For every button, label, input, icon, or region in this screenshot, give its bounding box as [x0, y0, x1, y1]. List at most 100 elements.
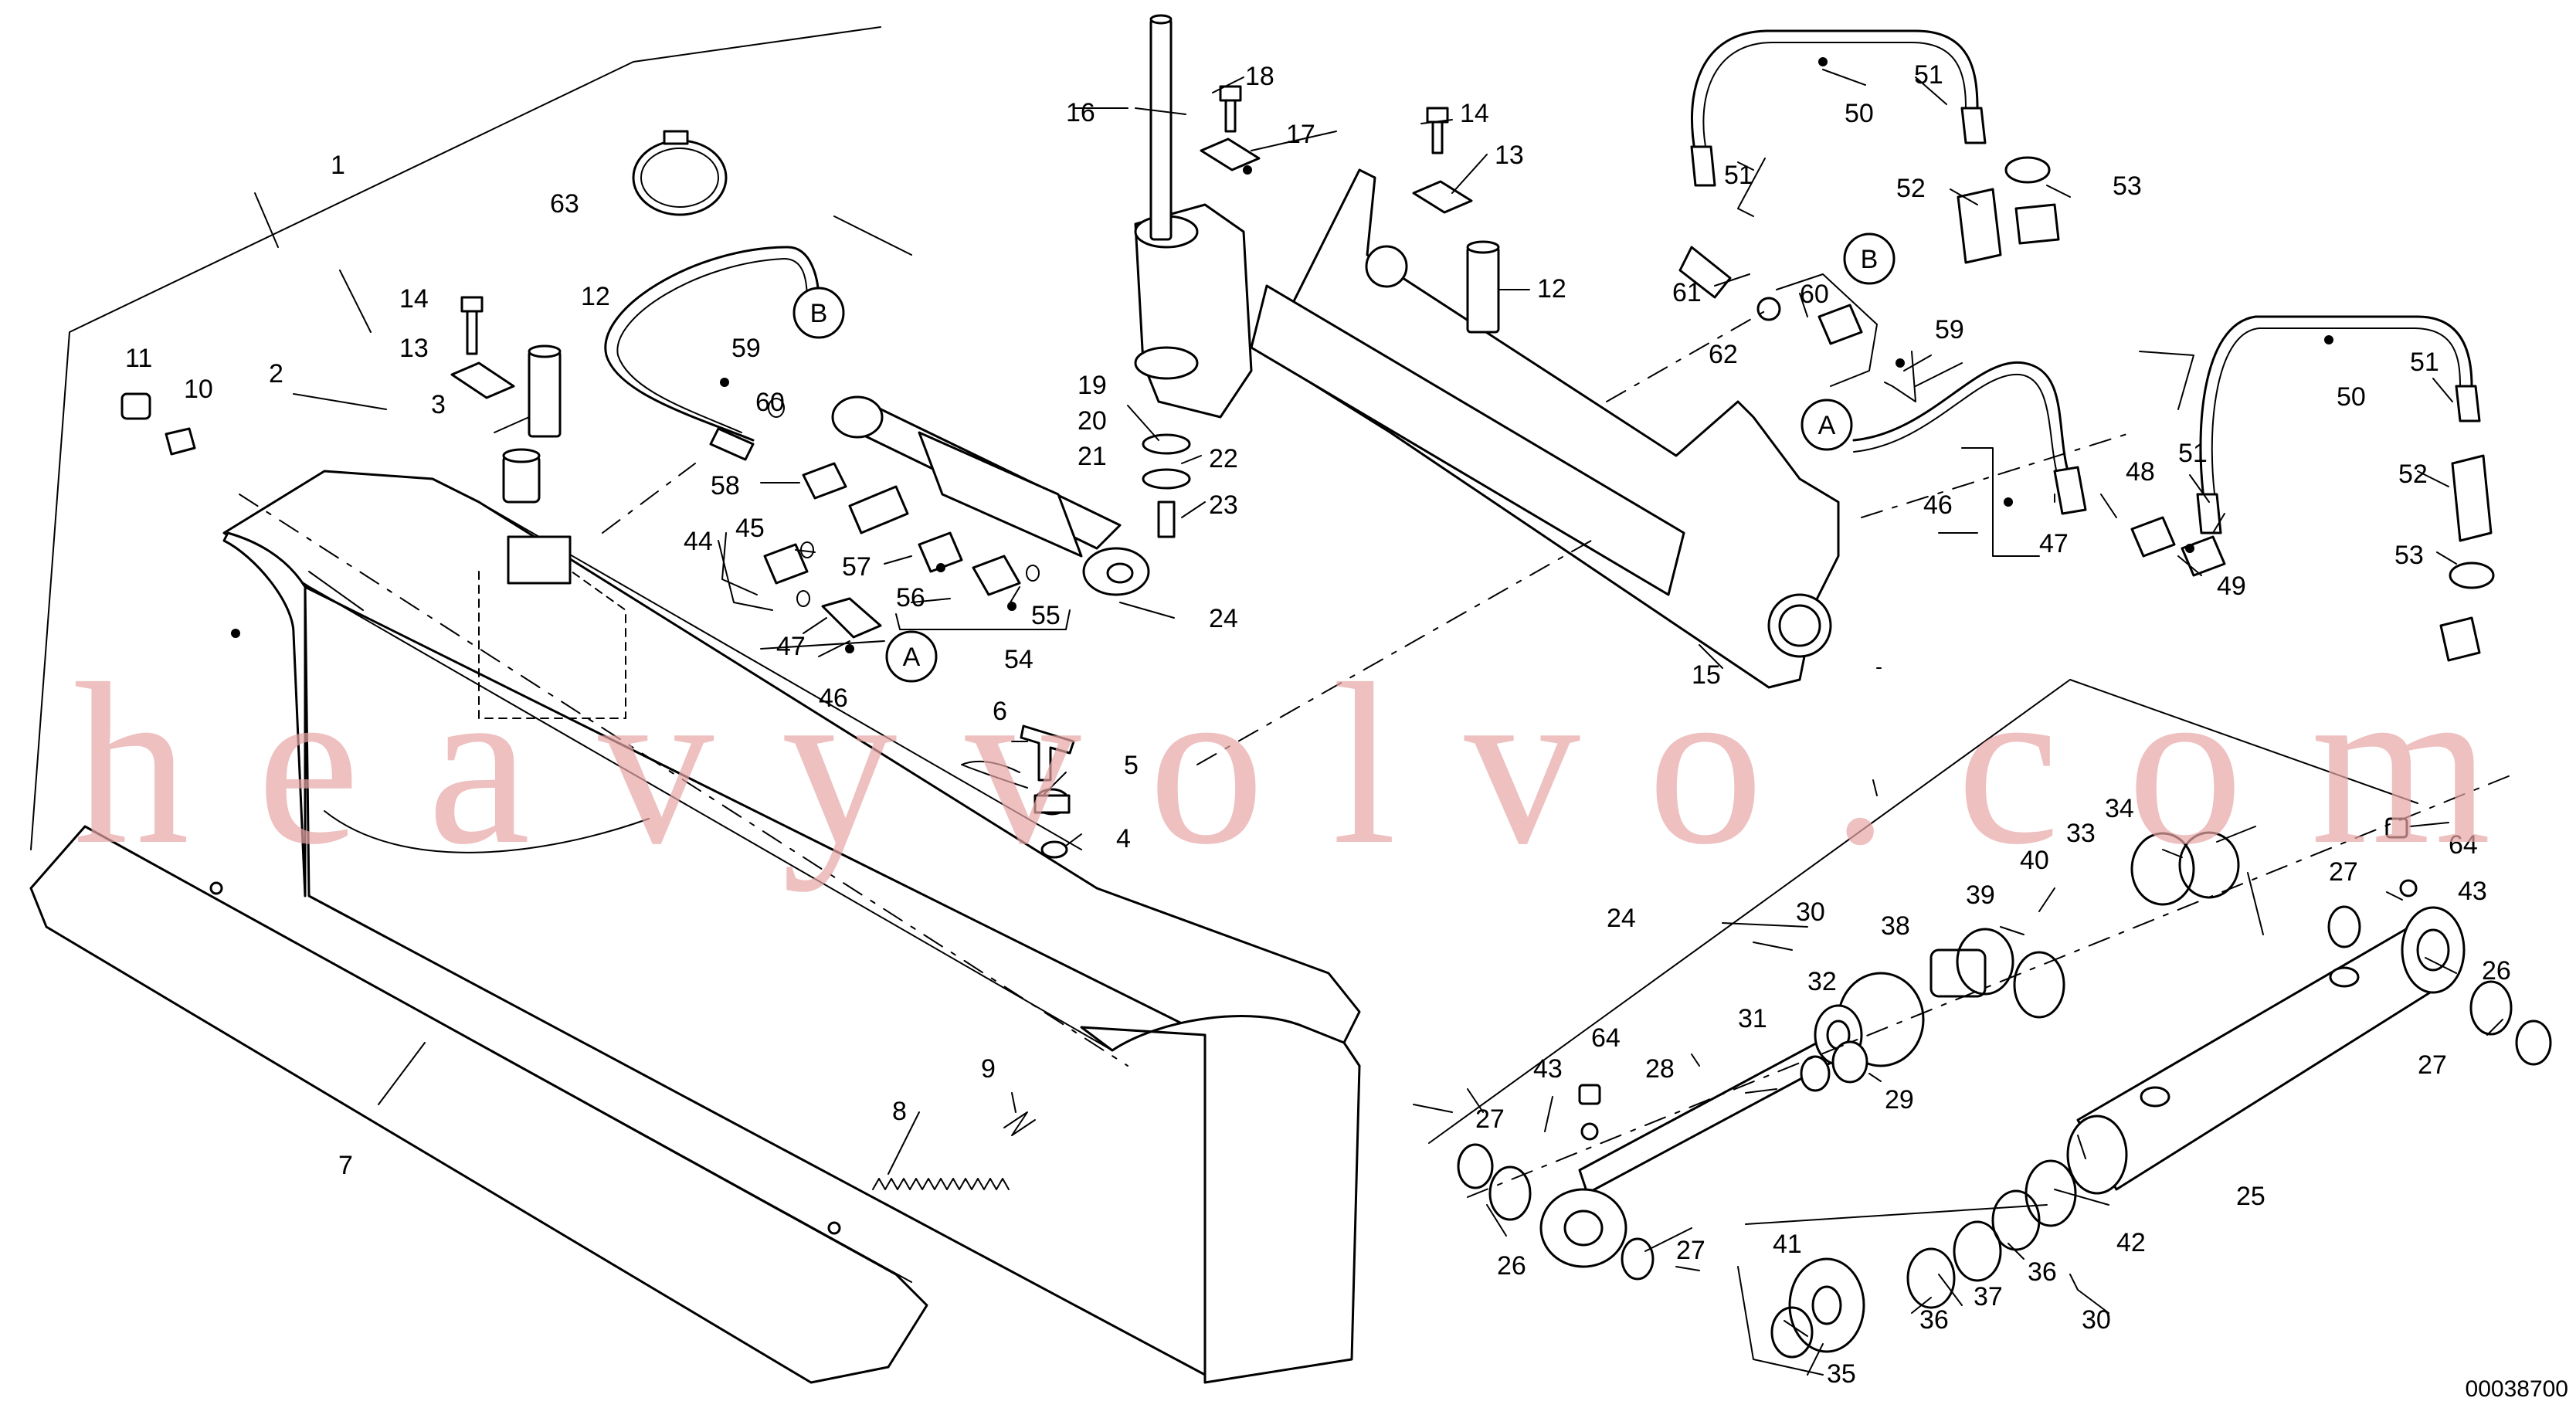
part-label: 46	[1923, 490, 1953, 520]
part-label: 21	[1078, 442, 1107, 471]
part-label: 51	[1914, 60, 1943, 90]
part-label: 2	[269, 359, 283, 388]
part-label: 38	[1881, 911, 1910, 941]
coupling-52-cap-53-top	[1957, 156, 2060, 264]
callout-label: B	[1861, 245, 1879, 274]
part-label: 49	[2217, 572, 2246, 601]
callout-a-left: A	[885, 630, 938, 683]
bushing-3	[502, 448, 541, 504]
part-label: 26	[2482, 956, 2511, 986]
bolt-14-left	[460, 296, 484, 355]
part-label: 50	[1845, 99, 1874, 128]
part-label: 29	[1885, 1085, 1914, 1115]
callout-b-right: B	[1843, 232, 1896, 285]
washer-stack-19-23	[1142, 433, 1191, 538]
part-label: 53	[2113, 171, 2142, 201]
part-label: 45	[735, 514, 765, 543]
seal-kit-parts	[1457, 817, 2552, 1359]
tower-assembly	[1134, 14, 1253, 419]
part-label: 9	[981, 1054, 996, 1084]
part-label: 13	[399, 334, 429, 363]
part-label: 58	[711, 471, 740, 500]
part-label: 11	[125, 344, 152, 373]
cylinder-barrel-25	[2066, 906, 2466, 1195]
part-label: 31	[1738, 1004, 1767, 1033]
part-label: 24	[1607, 904, 1636, 933]
part-label: 54	[1004, 645, 1033, 674]
callout-label: A	[1818, 411, 1836, 440]
drawing-number: 00038700	[2466, 1376, 2568, 1402]
hose-50-right	[2196, 315, 2481, 534]
spring-clip	[1003, 1111, 1036, 1136]
part-label: 48	[2126, 457, 2155, 487]
spring	[872, 1178, 1010, 1190]
part-label: 40	[2020, 846, 2049, 875]
part-label: 60	[755, 388, 785, 417]
part-label: 7	[338, 1151, 353, 1180]
part-label: 56	[896, 583, 925, 612]
part-number-labels: 1 2 3 4 5 6 7 8 9 10 11 12 12 13 13 14 1…	[125, 60, 2511, 1389]
part-label: 42	[2116, 1228, 2146, 1257]
part-label: 27	[1475, 1104, 1505, 1134]
part-label: 50	[2337, 382, 2366, 412]
pin-12-left	[528, 344, 562, 438]
part-label: 51	[1724, 161, 1753, 190]
plate-13-left	[450, 361, 515, 399]
part-label: 63	[550, 189, 579, 219]
part-label: 46	[819, 684, 848, 713]
part-label: 43	[1533, 1054, 1563, 1084]
part-label: 8	[892, 1097, 907, 1126]
part-label: 4	[1116, 824, 1131, 853]
hose-50-top	[1690, 29, 1987, 187]
leader-lines	[254, 69, 2503, 1376]
part-label: 25	[2236, 1182, 2265, 1211]
part-label: 53	[2394, 541, 2424, 570]
bolt-18-plate-17	[1200, 85, 1261, 171]
pin-12-right	[1466, 240, 1500, 334]
part-label: 3	[431, 390, 446, 419]
part-label: 15	[1692, 660, 1721, 690]
part-label: 59	[1935, 315, 1964, 344]
part-label: 5	[1124, 751, 1139, 780]
part-label: 32	[1807, 967, 1837, 996]
part-label: 18	[1245, 62, 1274, 91]
part-label: 10	[184, 375, 213, 404]
callout-label: A	[903, 643, 921, 672]
part-label: 59	[731, 334, 761, 363]
part-label: 51	[2410, 348, 2439, 377]
part-label: 27	[1676, 1236, 1705, 1265]
part-label: 64	[1591, 1023, 1621, 1053]
callout-b-left: B	[792, 287, 845, 339]
part-label: 16	[1066, 98, 1095, 127]
cap-11	[120, 392, 151, 420]
part-label: 24	[1209, 604, 1238, 633]
part-label: 57	[842, 552, 871, 582]
part-label: 14	[399, 284, 429, 314]
part-label: 30	[1796, 897, 1825, 927]
part-label: 36	[1919, 1305, 1949, 1335]
callout-a-right: A	[1800, 399, 1853, 451]
bucket-body	[222, 470, 1361, 1384]
part-label: 39	[1966, 880, 1995, 910]
centerlines	[239, 308, 2519, 1198]
part-label: 55	[1031, 601, 1061, 630]
part-label: 34	[2105, 794, 2134, 823]
part-label: 47	[776, 632, 806, 661]
part-label: 1	[331, 151, 345, 180]
part-label: 43	[2458, 877, 2487, 906]
part-label: 64	[2449, 830, 2478, 860]
cutting-edge	[29, 825, 928, 1384]
hose-clamp-63	[632, 130, 728, 216]
part-label: 12	[581, 282, 610, 311]
part-label: 28	[1645, 1054, 1675, 1084]
part-label: 36	[2028, 1257, 2057, 1287]
part-label: 60	[1800, 280, 1829, 309]
part-label: 20	[1078, 406, 1107, 436]
hose-b-left	[604, 246, 820, 461]
part-label: 44	[684, 527, 713, 556]
grease-nipple-10	[165, 427, 196, 456]
watermark-text: heavyvolvo.com	[73, 636, 2491, 893]
part-label: 22	[1209, 444, 1238, 473]
part-label: 51	[2178, 439, 2208, 468]
